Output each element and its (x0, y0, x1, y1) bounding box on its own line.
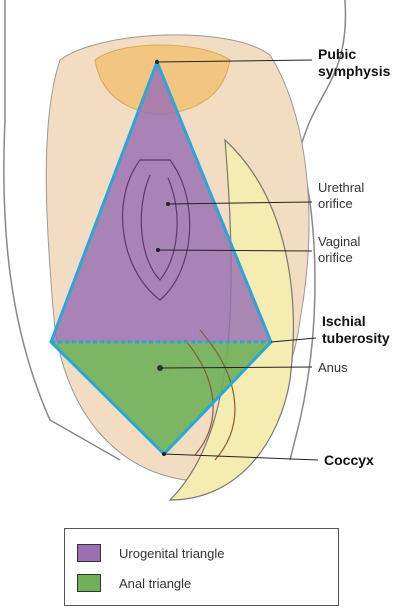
label-urethral-orifice: Urethral orifice (318, 180, 364, 212)
pubic-point (155, 60, 159, 64)
label-ischial-tuberosity: Ischial tuberosity (322, 313, 390, 347)
legend: Urogenital triangle Anal triangle (64, 528, 339, 606)
legend-label-anal: Anal triangle (119, 576, 191, 591)
urethral-point (166, 202, 170, 206)
label-coccyx: Coccyx (324, 452, 374, 469)
vaginal-point (156, 248, 160, 252)
urogenital-swatch (77, 544, 101, 562)
anal-swatch (77, 574, 101, 592)
label-anus: Anus (318, 360, 348, 376)
coccyx-point (162, 452, 166, 456)
legend-label-urogenital: Urogenital triangle (119, 546, 225, 561)
legend-item-urogenital: Urogenital triangle (77, 543, 225, 563)
label-pubic-symphysis: Pubic symphysis (318, 46, 390, 80)
label-vaginal-orifice: Vaginal orifice (318, 234, 360, 266)
legend-item-anal: Anal triangle (77, 573, 191, 593)
